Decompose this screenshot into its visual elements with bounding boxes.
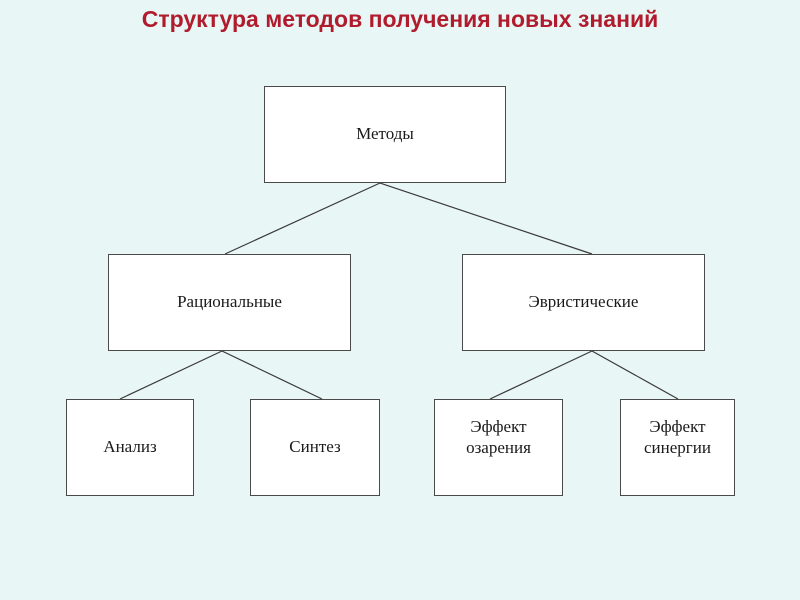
node-label: Эффект синергии — [644, 417, 711, 457]
node-methods: Методы — [264, 86, 506, 183]
node-insight-effect: Эффект озарения — [434, 399, 563, 496]
node-analysis: Анализ — [66, 399, 194, 496]
node-label: Рациональные — [177, 292, 282, 312]
node-heuristic: Эвристические — [462, 254, 705, 351]
page-title: Структура методов получения новых знаний — [141, 6, 659, 32]
edge-root-rational — [224, 182, 381, 255]
node-label: Синтез — [289, 437, 341, 457]
edge-rational-analysis — [119, 350, 223, 400]
edge-rational-synthesis — [221, 350, 323, 400]
node-label: Эффект озарения — [466, 417, 531, 457]
node-synergy-effect: Эффект синергии — [620, 399, 735, 496]
node-rational: Рациональные — [108, 254, 351, 351]
node-label: Методы — [356, 124, 414, 144]
edge-heuristic-synergy — [591, 350, 679, 400]
edge-heuristic-insight — [489, 350, 593, 400]
edge-root-heuristic — [379, 182, 593, 255]
node-label: Эвристические — [528, 292, 639, 312]
node-label: Анализ — [103, 437, 157, 457]
node-synthesis: Синтез — [250, 399, 380, 496]
